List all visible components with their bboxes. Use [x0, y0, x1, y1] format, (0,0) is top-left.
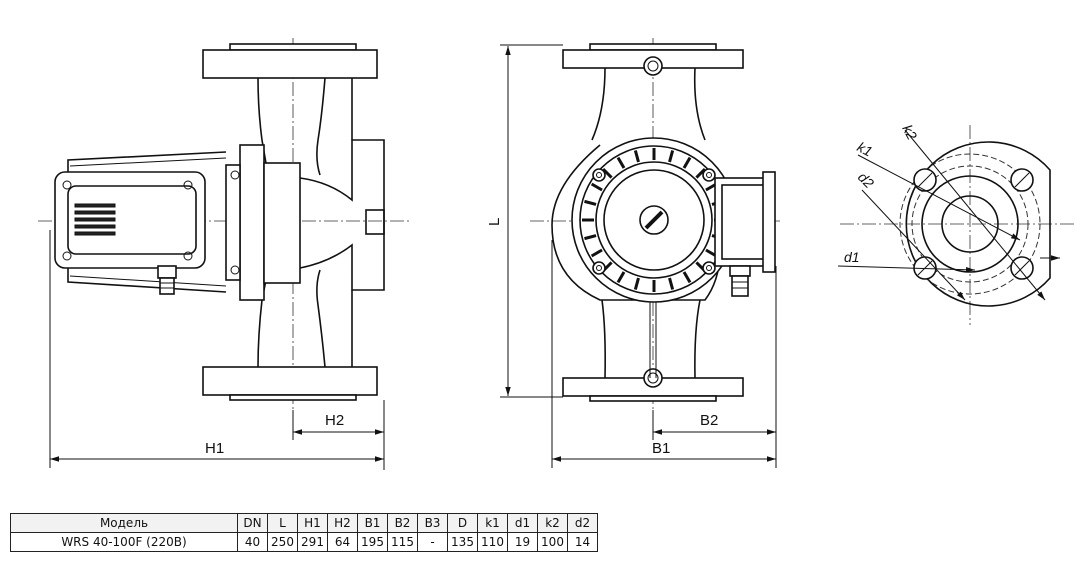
spec-cell: 110 [477, 532, 508, 552]
cooling-rib [616, 156, 626, 169]
dim-h2-label: H2 [325, 412, 344, 429]
label-k1: k1 [855, 139, 876, 160]
spec-header-cell: D [447, 513, 478, 533]
cooling-rib [668, 277, 675, 290]
spec-header-cell: H1 [297, 513, 328, 533]
spec-cell: 100 [537, 532, 568, 552]
spec-header-cell: H2 [327, 513, 358, 533]
spec-cell: 19 [507, 532, 538, 552]
label-d1: d1 [844, 249, 860, 265]
cooling-ribs [582, 148, 726, 292]
cooling-rib [584, 199, 597, 206]
spec-cell: - [417, 532, 448, 552]
spec-header-cell: B2 [387, 513, 418, 533]
spec-cell: 291 [297, 532, 328, 552]
flange-view: k2 k1 d2 d1 [837, 122, 1075, 325]
label-d2: d2 [855, 169, 877, 191]
cooling-rib [590, 182, 603, 192]
spec-header-cell: d2 [567, 513, 598, 533]
cooling-rib [633, 277, 640, 290]
cooling-rib [695, 168, 706, 179]
spec-header-cell: DN [237, 513, 268, 533]
cooling-rib [668, 150, 675, 163]
cooling-rib [682, 271, 692, 284]
side-view: L B2 B1 [486, 38, 780, 468]
cooling-rib [616, 271, 626, 284]
spec-header-cell: d1 [507, 513, 538, 533]
spec-cell: 64 [327, 532, 358, 552]
spec-cell: 14 [567, 532, 598, 552]
dim-l-label: L [486, 218, 503, 226]
spec-cell: WRS 40-100F (220В) [10, 532, 238, 552]
cooling-rib [584, 234, 597, 241]
front-view: H2 H1 [38, 38, 410, 470]
spec-cell: 250 [267, 532, 298, 552]
spec-cell: 195 [357, 532, 388, 552]
spec-header-cell: B1 [357, 513, 388, 533]
dim-b2-label: B2 [700, 412, 718, 429]
pump-drawing: H2 H1 [38, 38, 1075, 470]
spec-cell: 135 [447, 532, 478, 552]
dim-h1-label: H1 [205, 440, 224, 457]
cooling-rib [633, 150, 640, 163]
spec-header-cell: L [267, 513, 298, 533]
cooling-rib [682, 156, 692, 169]
spec-header-cell: B3 [417, 513, 448, 533]
spec-header-cell: Модель [10, 513, 238, 533]
label-k2: k2 [899, 122, 920, 143]
cooling-rib [590, 248, 603, 258]
spec-header-cell: k2 [537, 513, 568, 533]
spec-header-cell: k1 [477, 513, 508, 533]
spec-cell: 115 [387, 532, 418, 552]
cooling-rib [602, 168, 613, 179]
spec-cell: 40 [237, 532, 268, 552]
dim-b1-label: B1 [652, 440, 670, 457]
